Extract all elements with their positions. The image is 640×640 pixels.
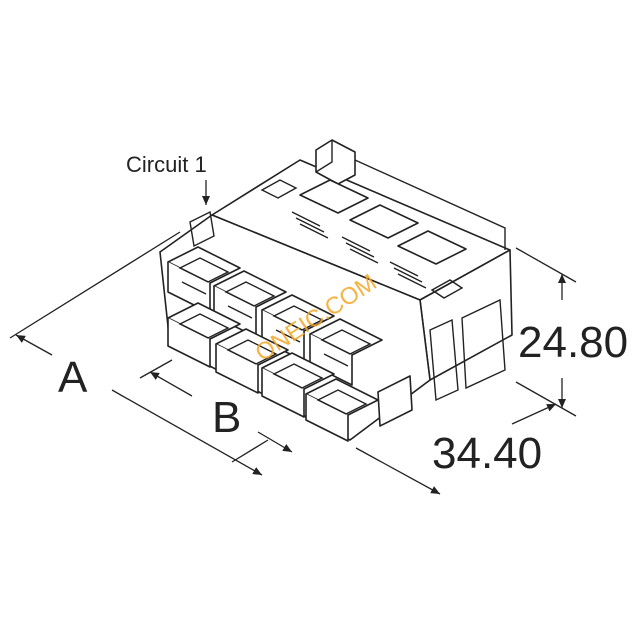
upper-cavity-row <box>167 246 383 386</box>
dimension-depth: 34.40 <box>355 403 557 495</box>
lower-cavity-row <box>167 302 379 442</box>
locking-ramp <box>377 375 413 427</box>
connector-housing <box>159 139 513 442</box>
top-window-3 <box>397 230 467 265</box>
dimension-depth-value: 34.40 <box>432 429 542 478</box>
circuit-1-callout: Circuit 1 <box>126 152 207 177</box>
dimension-height: 24.80 <box>515 247 628 417</box>
dimension-b: B <box>139 359 293 453</box>
dimension-b-label: B <box>212 393 241 442</box>
dimension-a-label: A <box>58 353 88 402</box>
dimension-a: A <box>9 231 269 476</box>
dimension-height-value: 24.80 <box>518 318 628 367</box>
top-window-1 <box>299 179 369 214</box>
top-window-2 <box>349 204 419 239</box>
